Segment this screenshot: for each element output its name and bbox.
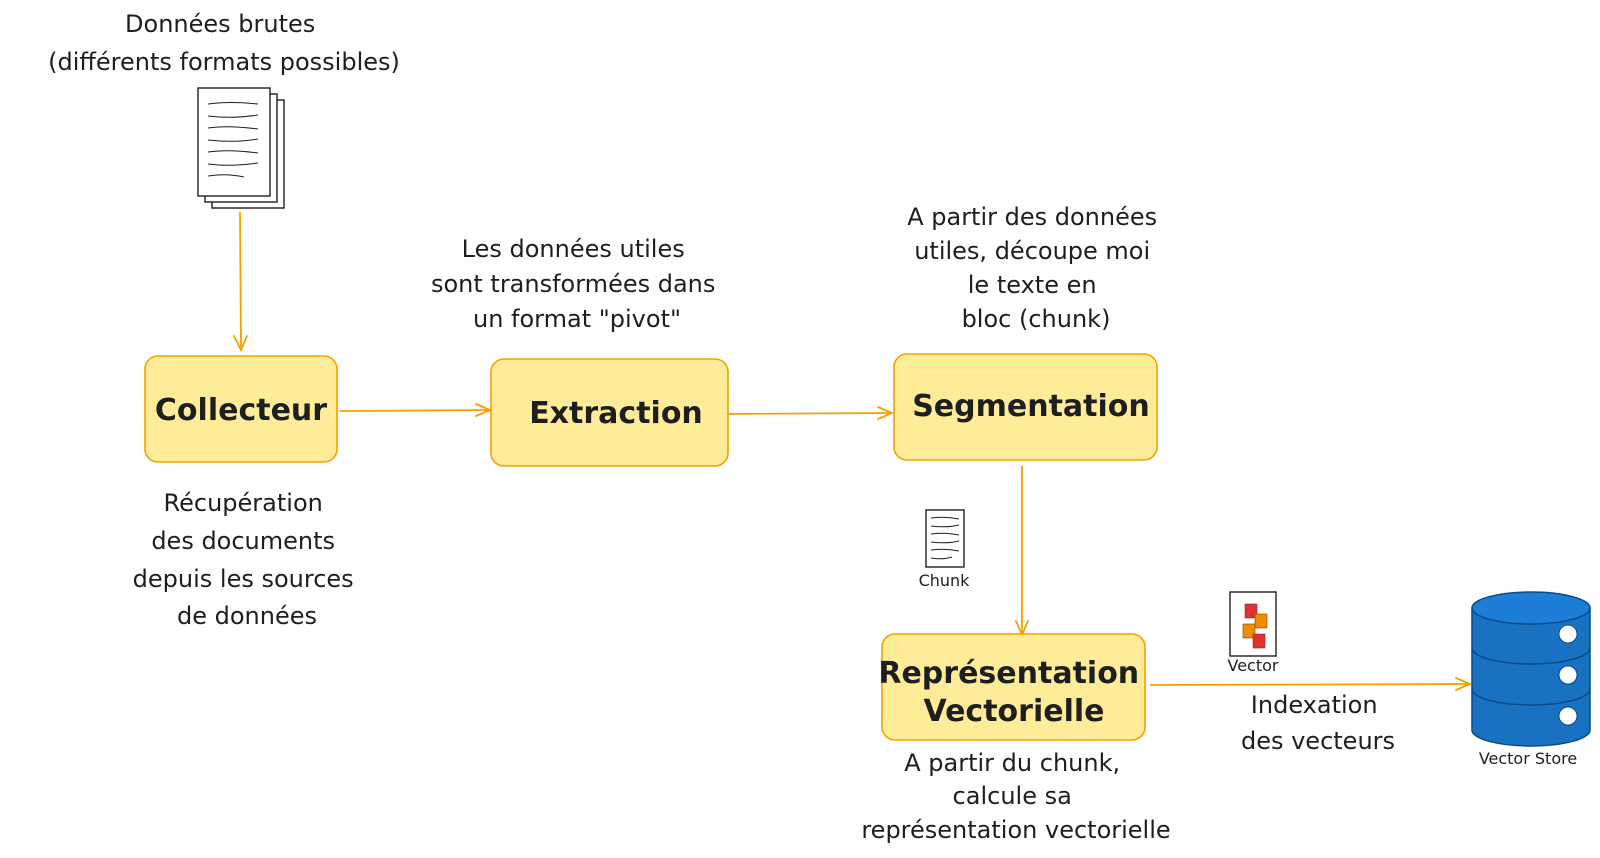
vector-icon bbox=[1229, 591, 1277, 657]
arrow-representation-to-vector-store bbox=[1149, 677, 1473, 691]
chunk-document-icon bbox=[925, 509, 965, 568]
representation-node: Représentation Vectorielle bbox=[878, 633, 1149, 741]
arrow-collecteur-to-extraction bbox=[339, 403, 493, 417]
collecteur-node: Collecteur bbox=[144, 355, 338, 463]
segmentation-node: Segmentation bbox=[893, 353, 1158, 461]
database-icon bbox=[1471, 591, 1591, 747]
raw-data-title: Données brutes (différents formats possi… bbox=[48, 10, 400, 76]
vector-label: Vector bbox=[1228, 656, 1279, 675]
vector-store-label: Vector Store bbox=[1479, 749, 1577, 768]
segmentation-annotation: A partir des données utiles, découpe moi… bbox=[907, 203, 1165, 333]
arrow-extraction-to-segmentation bbox=[726, 406, 895, 420]
extraction-label: Extraction bbox=[529, 396, 703, 431]
collecteur-label: Collecteur bbox=[155, 393, 327, 428]
representation-annotation: A partir du chunk, calcule sa représenta… bbox=[861, 749, 1170, 844]
arrow-segmentation-to-representation bbox=[1015, 466, 1029, 638]
extraction-node: Extraction bbox=[490, 358, 729, 467]
chunk-label: Chunk bbox=[919, 571, 971, 590]
collecteur-annotation: Récupération des documents depuis les so… bbox=[133, 489, 362, 630]
representation-label: Représentation Vectorielle bbox=[878, 656, 1149, 729]
indexation-annotation: Indexation des vecteurs bbox=[1241, 691, 1395, 755]
arrow-raw-to-collecteur bbox=[233, 211, 248, 353]
segmentation-label: Segmentation bbox=[912, 389, 1150, 424]
stacked-documents-icon bbox=[197, 87, 285, 209]
extraction-annotation: Les données utiles sont transformées dan… bbox=[431, 235, 723, 333]
